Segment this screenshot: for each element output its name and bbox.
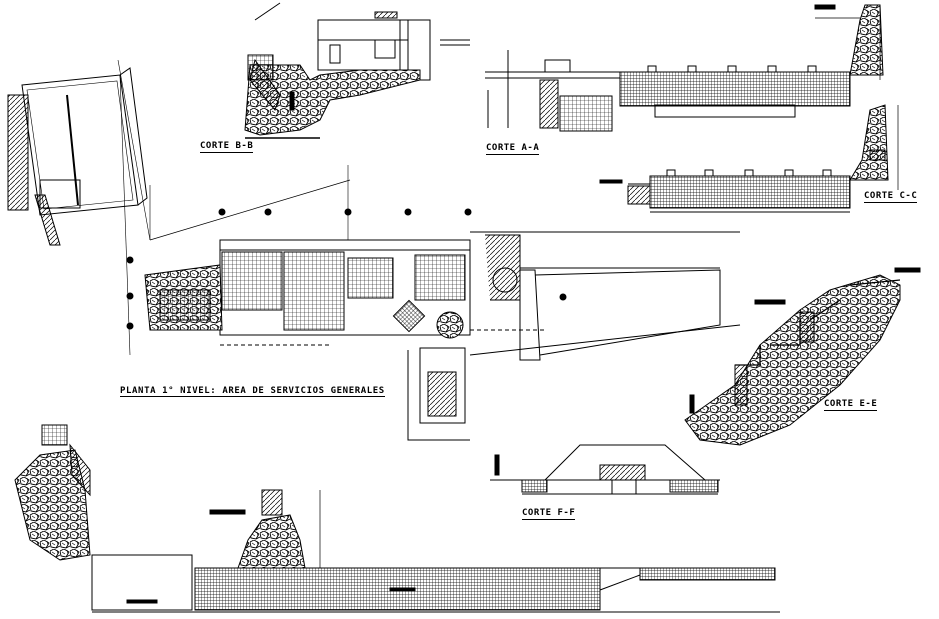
long-section-bottom [14, 424, 780, 613]
floor-plan-grid-axes [126, 208, 567, 330]
section-bb-drawing [244, 2, 470, 139]
section-label-bb: CORTE B-B [200, 141, 254, 153]
floor-plan-first-level [119, 74, 741, 441]
section-label-aa: CORTE A-A [486, 143, 540, 155]
section-ee-drawing [684, 267, 921, 446]
section-label-ee: CORTE E-E [824, 399, 878, 411]
isometric-building-view [7, 59, 151, 246]
section-ff-drawing [490, 444, 720, 495]
section-cc-drawing [599, 104, 899, 213]
section-aa-parapets [647, 65, 817, 73]
floor-plan-title: PLANTA 1° NIVEL: AREA DE SERVICIOS GENER… [120, 386, 385, 397]
section-cc-parapets [666, 169, 832, 177]
section-aa-drawing [485, 4, 884, 132]
section-label-ff: CORTE F-F [522, 508, 576, 520]
section-label-cc: CORTE C-C [864, 191, 918, 203]
